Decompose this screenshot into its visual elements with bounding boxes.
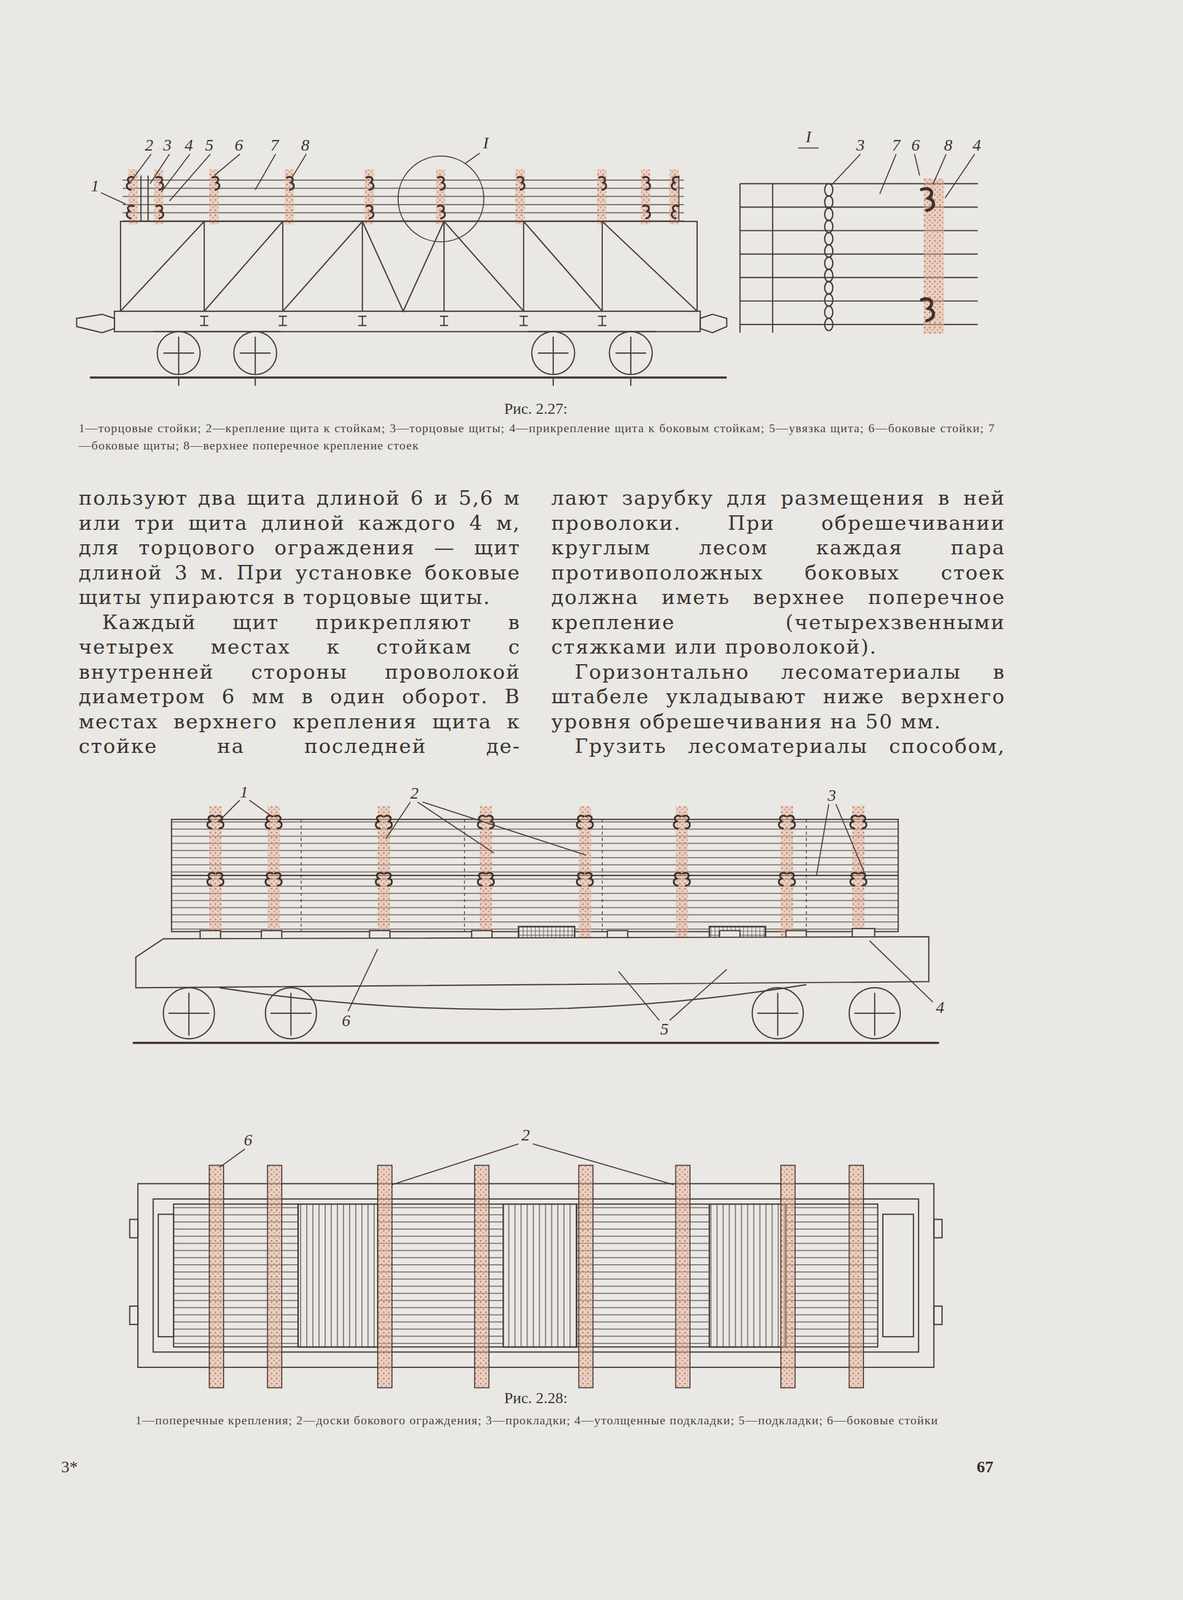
flatcar-plan-view (129, 1143, 943, 1388)
callout-number: 1 (238, 783, 250, 801)
gondola-wagon (76, 152, 727, 386)
body-paragraph: пользуют два щита длиной 6 и 5,6 м или т… (78, 485, 521, 611)
callout-number: 8 (942, 136, 955, 154)
callout-number: 2 (143, 136, 156, 154)
callout-number: 6 (233, 136, 245, 154)
callout-number: 3 (826, 786, 838, 804)
callout-number: 3 (854, 136, 867, 154)
callout-number: 6 (909, 136, 922, 154)
callout-number: 5 (658, 1020, 671, 1038)
callout-number: 2 (519, 1126, 532, 1144)
callout-number: 1 (89, 177, 101, 195)
callout-number: 5 (203, 136, 216, 154)
figure-caption: Рис. 2.27: (504, 400, 568, 418)
callout-number: 6 (242, 1131, 254, 1149)
page-number: 67 (976, 1458, 994, 1476)
callout-number: 2 (408, 784, 420, 802)
body-paragraph: Каждый щит прикрепляют в четырех местах … (78, 610, 521, 760)
callout-number: 4 (971, 136, 983, 154)
body-paragraph: лают зарубку для размещения в ней провол… (551, 485, 1006, 660)
callout-number: 4 (182, 136, 195, 154)
detail-marker: I (481, 134, 491, 152)
detail-view (740, 147, 978, 334)
flatcar-side-view (132, 800, 939, 1044)
callout-number: 7 (890, 136, 902, 154)
signature-mark: 3* (60, 1458, 78, 1476)
figure-caption: Рис. 2.28: (504, 1389, 568, 1408)
figure-legend: 1—торцовые стойки; 2—крепление щита к ст… (78, 419, 996, 455)
callout-number: 8 (299, 136, 312, 154)
body-paragraph: Горизонтально лесоматериалы в штабеле ук… (551, 659, 1006, 735)
callout-number: 4 (934, 998, 946, 1016)
callout-number: 3 (161, 136, 174, 154)
callout-number: 6 (340, 1012, 352, 1030)
callout-number: 7 (268, 136, 281, 154)
figure-legend: 1—поперечные крепления; 2—доски бокового… (78, 1411, 996, 1429)
body-paragraph: Грузить лесоматериалы способом, (551, 734, 1006, 760)
detail-marker: I (803, 128, 813, 146)
